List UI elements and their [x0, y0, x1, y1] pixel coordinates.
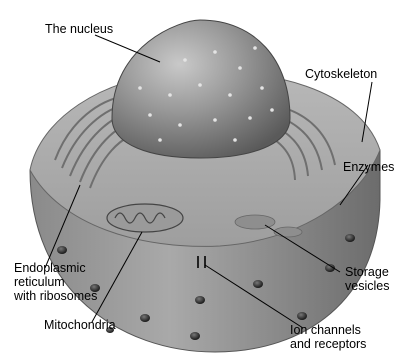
label-storage-line1: Storage [345, 265, 389, 279]
label-ion-line1: Ion channels [290, 323, 361, 337]
label-ion-line2: and receptors [290, 337, 366, 351]
label-er-line2: reticulum [14, 275, 65, 289]
label-er-line3: with ribosomes [13, 289, 97, 303]
label-cytoskeleton: Cytoskeleton [305, 67, 377, 81]
label-mitochondria: Mitochondria [44, 318, 116, 332]
mitochondrion [107, 204, 183, 232]
label-storage-line2: vesicles [345, 279, 389, 293]
label-enzymes: Enzymes [343, 160, 394, 174]
label-nucleus: The nucleus [45, 22, 113, 36]
label-er-line1: Endoplasmic [14, 261, 86, 275]
